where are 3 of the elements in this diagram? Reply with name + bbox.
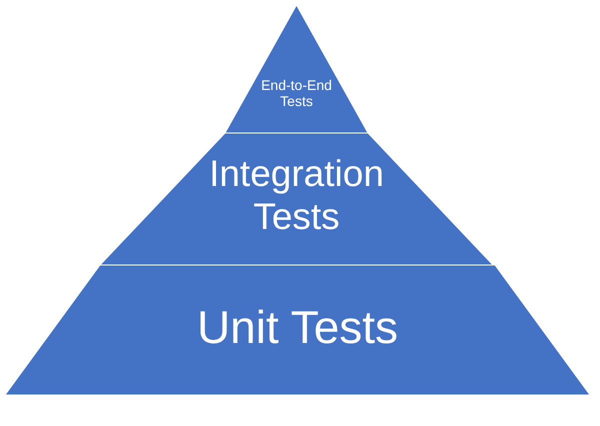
tier-label: Unit Tests <box>196 301 400 354</box>
tier-label: Integration Tests <box>208 153 385 238</box>
tier-label: End-to-End Tests <box>260 77 333 110</box>
